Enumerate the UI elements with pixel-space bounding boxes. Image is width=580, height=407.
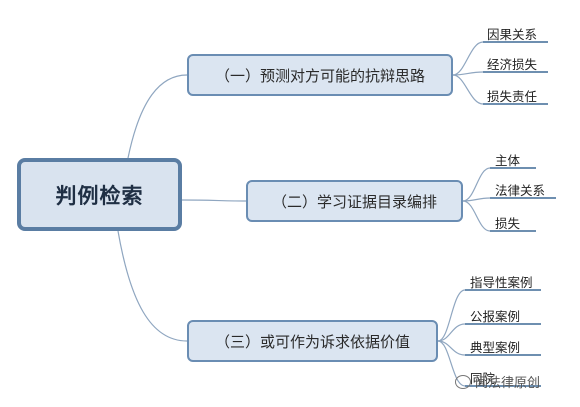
leaf-typical-case: 典型案例 bbox=[470, 340, 521, 355]
connector-b2-leaf2 bbox=[462, 197, 491, 202]
connector-b3-leaf1 bbox=[437, 289, 466, 342]
leaf-subject: 主体 bbox=[495, 153, 521, 168]
leaf-causation: 因果关系 bbox=[487, 27, 538, 42]
branch-node-1: （一）预测对方可能的抗辩思路 bbox=[187, 54, 453, 96]
wechat-icon bbox=[455, 374, 471, 389]
connector-root-b3 bbox=[117, 230, 188, 342]
leaf-loss: 损失 bbox=[495, 216, 521, 231]
leaf-gazette-case: 公报案例 bbox=[470, 309, 521, 324]
connector-root-b1 bbox=[127, 74, 188, 159]
leaf-guiding-case: 指导性案例 bbox=[470, 275, 533, 290]
watermark-text: 闻法律原创 bbox=[475, 376, 541, 391]
root-node: 判例检索 bbox=[17, 158, 182, 231]
leaf-legal-relation: 法律关系 bbox=[495, 183, 546, 198]
branch-node-2: （二）学习证据目录编排 bbox=[246, 180, 463, 222]
connector-root-b2 bbox=[181, 199, 247, 202]
branch-node-3: （三）或可作为诉求依据价值 bbox=[187, 320, 438, 362]
connector-b1-leaf1 bbox=[452, 41, 484, 76]
connector-b3-leaf2 bbox=[437, 323, 466, 342]
leaf-same-court: 同院 bbox=[470, 371, 496, 386]
watermark: 闻法律原创 bbox=[455, 372, 540, 391]
leaf-economic-loss: 经济损失 bbox=[487, 57, 538, 72]
connector-b1-leaf2 bbox=[452, 71, 484, 76]
connector-b2-leaf3 bbox=[462, 200, 491, 232]
connector-b2-leaf1 bbox=[462, 167, 491, 202]
connector-b1-leaf3 bbox=[452, 74, 484, 105]
leaf-loss-liability: 损失责任 bbox=[487, 89, 538, 104]
